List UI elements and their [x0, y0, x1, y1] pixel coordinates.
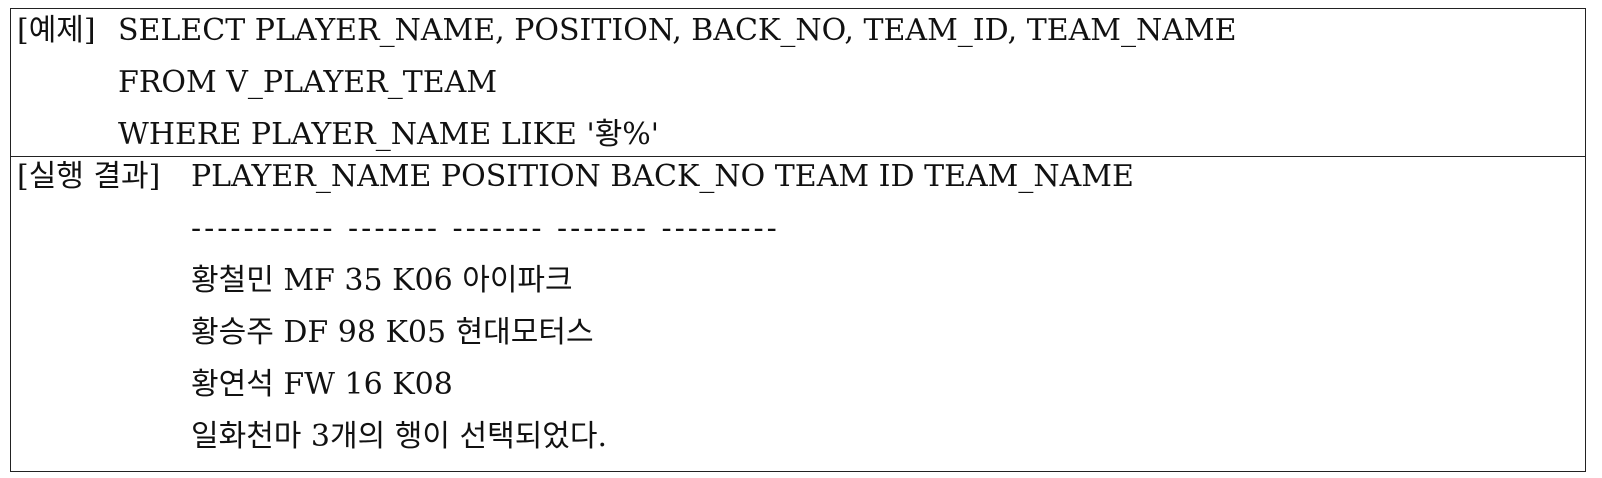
result-row: 황연석 FW 16 K08 [191, 367, 453, 402]
result-row: 황철민 MF 35 K06 아이파크 [191, 263, 573, 298]
result-summary: 일화천마 3개의 행이 선택되었다. [191, 419, 608, 454]
sql-where-line: WHERE PLAYER_NAME LIKE '황%' [118, 117, 660, 152]
example-box: [예제] SELECT PLAYER_NAME, POSITION, BACK_… [10, 8, 1586, 158]
result-row: 황승주 DF 98 K05 현대모터스 [191, 315, 594, 350]
result-separator: ----------- ------- ------- ------- ----… [191, 211, 780, 246]
result-header: PLAYER_NAME POSITION BACK_NO TEAM ID TEA… [191, 159, 1134, 194]
result-box: [실행 결과] PLAYER_NAME POSITION BACK_NO TEA… [10, 156, 1586, 472]
sql-select-line: SELECT PLAYER_NAME, POSITION, BACK_NO, T… [118, 13, 1237, 48]
example-label: [예제] [17, 13, 96, 48]
result-label: [실행 결과] [17, 159, 161, 194]
sql-from-line: FROM V_PLAYER_TEAM [118, 65, 498, 100]
